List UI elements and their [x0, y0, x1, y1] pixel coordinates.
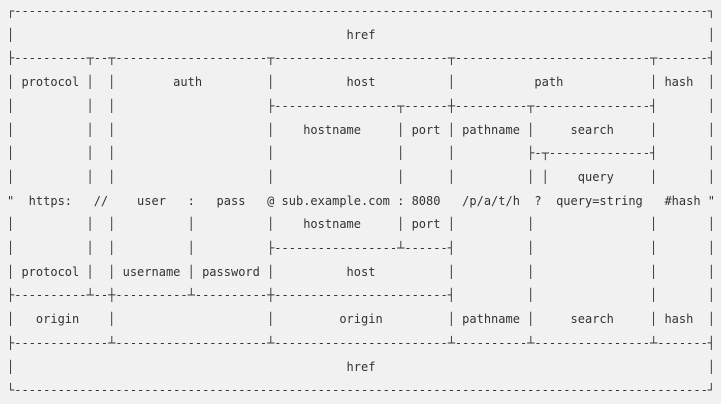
url-diagram-code-block: ┌---------------------------------------…: [7, 4, 716, 398]
url-structure-ascii-diagram: ┌---------------------------------------…: [7, 4, 716, 398]
